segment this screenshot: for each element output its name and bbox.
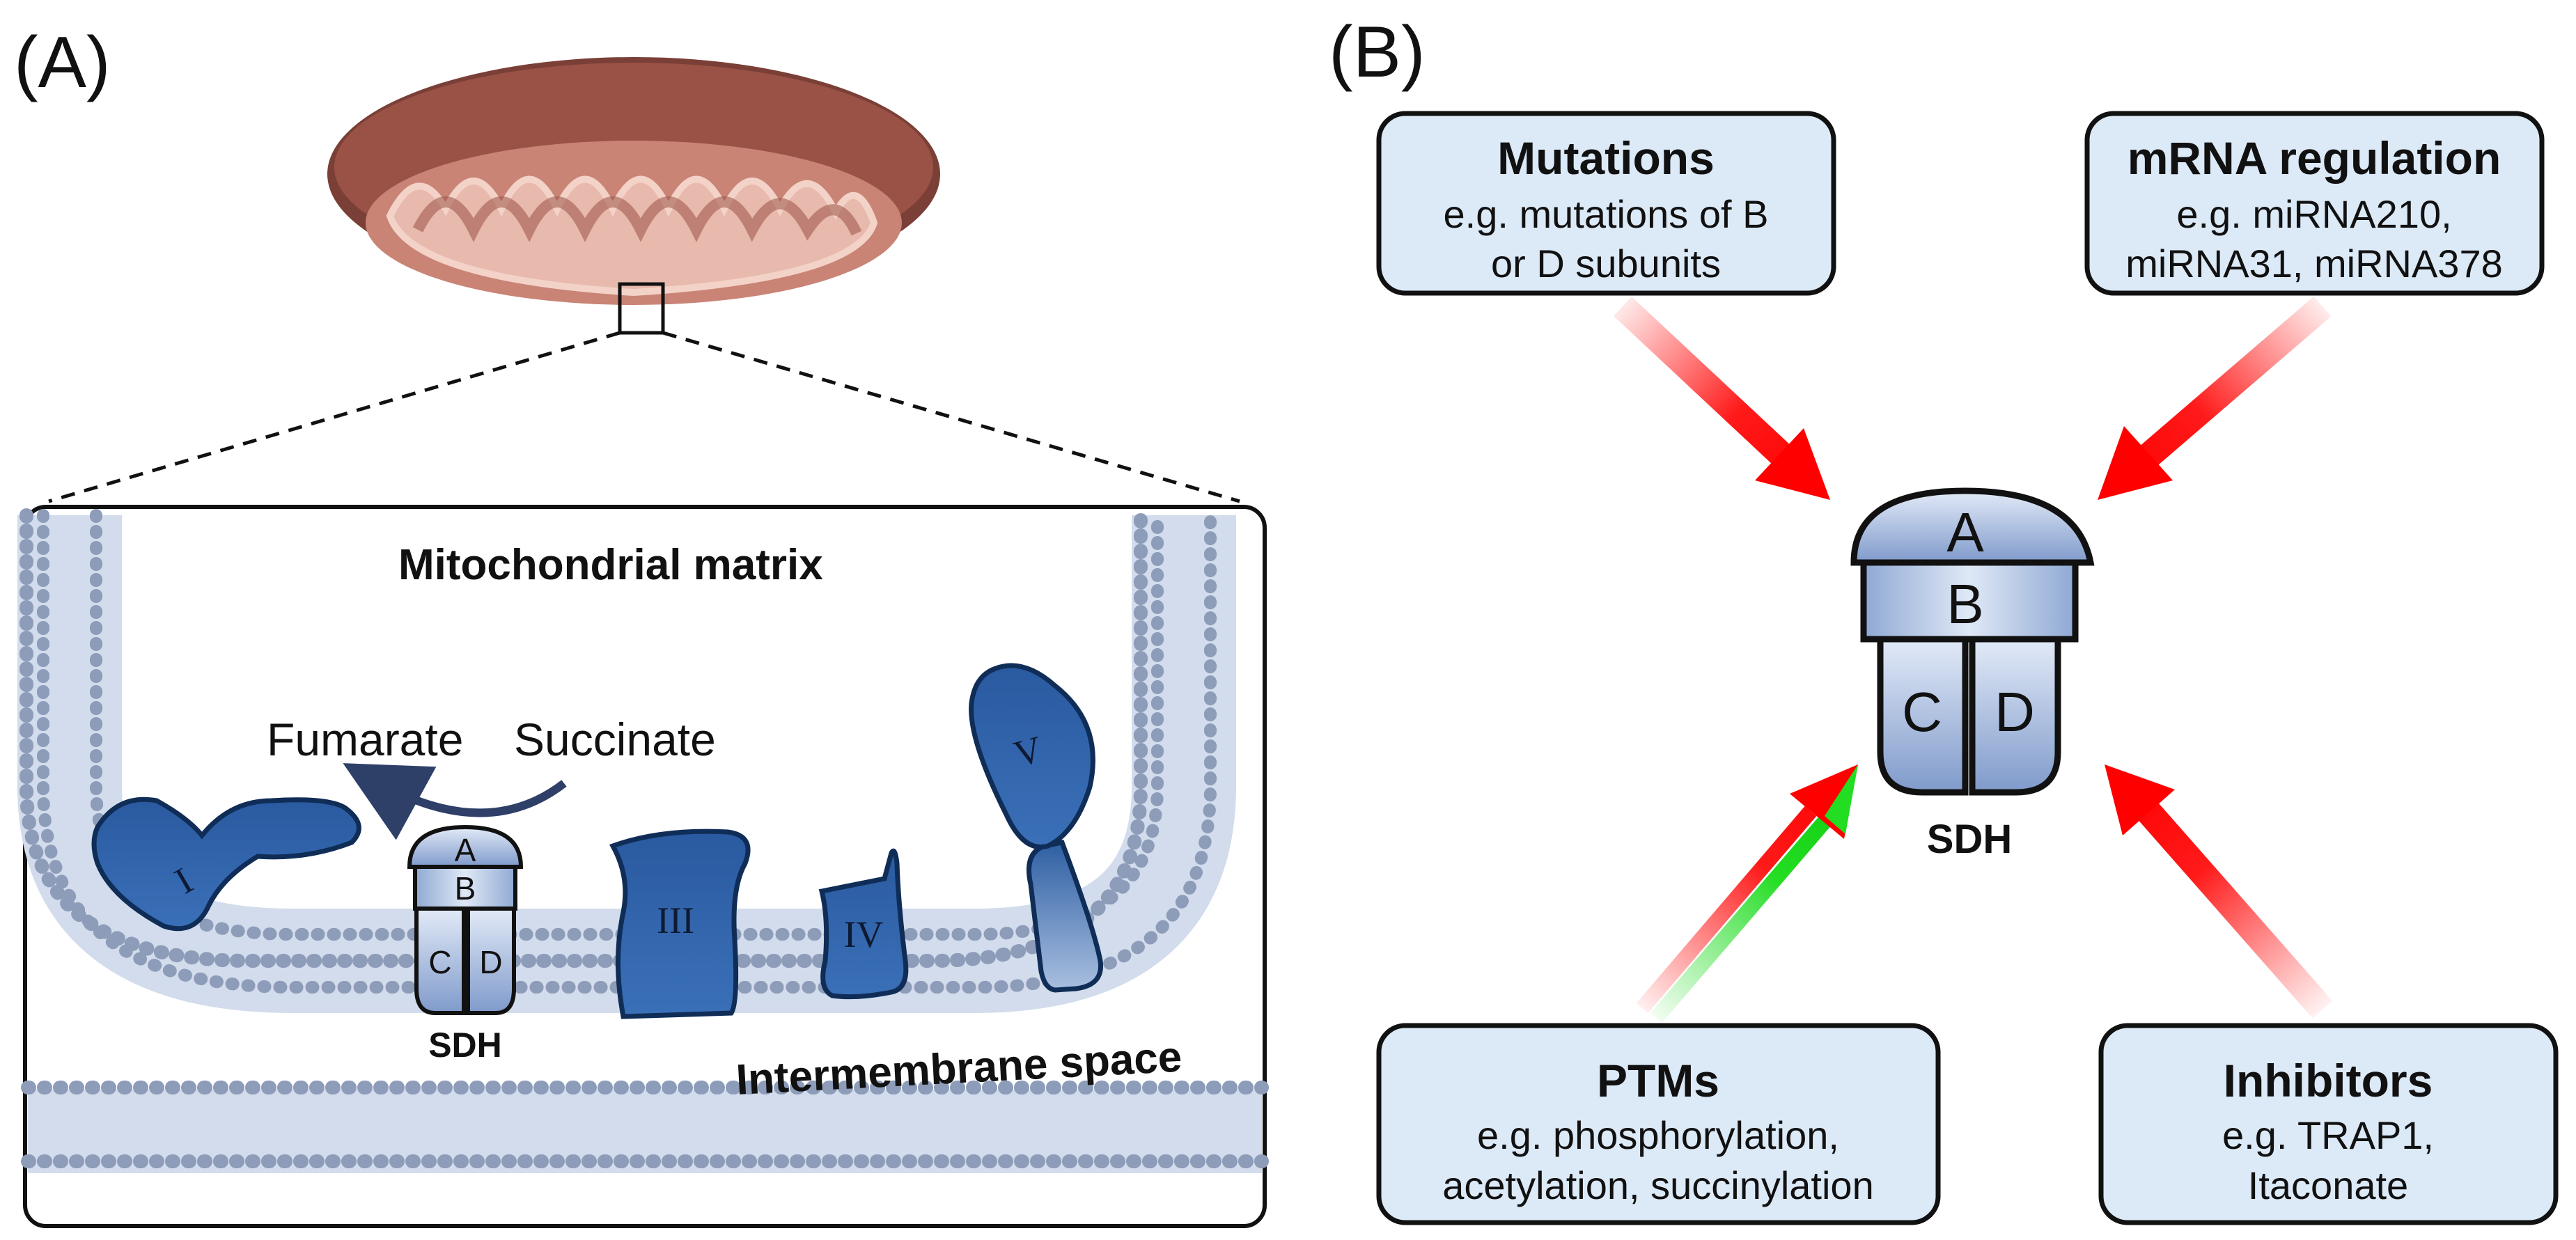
fumarate-label: Fumarate [267,714,463,765]
complex-iii: III [609,829,751,1019]
sdh-large-label: SDH [1927,817,2012,862]
mutations-line2: or D subunits [1491,242,1721,285]
sdh-large: A B C D SDH [1850,487,2095,862]
succinate-label: Succinate [514,714,716,765]
inhibitors-line1: e.g. TRAP1, [2222,1113,2434,1157]
mrna-regulation-box: mRNA regulation e.g. miRNA210, miRNA31, … [2084,111,2545,296]
sdh-small-label: SDH [428,1026,502,1065]
mutations-line1: e.g. mutations of B [1444,192,1769,236]
ptms-title: PTMs [1597,1055,1719,1106]
fumarate-reaction-arrow [343,763,567,840]
sdh-small-subunit-c: C [428,944,451,980]
mrna-line2: miRNA31, miRNA378 [2125,242,2503,285]
ptms-box: PTMs e.g. phosphorylation, acetylation, … [1376,1023,1941,1225]
complex-iv: IV [818,848,909,1000]
sdh-large-subunit-d: D [1995,681,2035,743]
complex-v: V [969,663,1104,993]
ptms-line2: acetylation, succinylation [1442,1163,1873,1207]
arrow-mrna-to-sdh [2098,296,2332,500]
zoom-line-left [48,331,620,503]
panel-a-label: (A) [14,22,111,103]
outer-membrane [21,1081,1269,1173]
inhibitors-line2: Itaconate [2248,1163,2408,1207]
mrna-title: mRNA regulation [2128,132,2501,184]
complex-iv-label: IV [844,913,884,955]
mutations-title: Mutations [1497,132,1715,184]
complex-iii-label: III [657,900,694,941]
panel-b-label: (B) [1329,12,1426,93]
sdh-large-subunit-a: A [1946,501,1984,563]
sdh-large-subunit-b: B [1946,573,1983,635]
inhibitors-title: Inhibitors [2224,1055,2433,1106]
mrna-line1: e.g. miRNA210, [2176,192,2451,236]
ptms-line1: e.g. phosphorylation, [1477,1113,1839,1157]
mitochondrion-illustration [327,57,940,335]
arrow-mutations-to-sdh [1614,297,1830,500]
mutations-box: Mutations e.g. mutations of B or D subun… [1376,111,1836,296]
arrow-inhibitors-to-sdh [2105,764,2333,1019]
sdh-small-subunit-d: D [479,944,502,980]
sdh-small-subunit-b: B [455,870,476,907]
sdh-small: A B C D SDH [407,824,524,1065]
sdh-small-subunit-a: A [455,832,476,868]
inhibitors-box: Inhibitors e.g. TRAP1, Itaconate [2098,1023,2559,1225]
arrow-ptms-to-sdh [1636,764,1858,1023]
mitochondrial-matrix-label: Mitochondrial matrix [398,541,823,589]
sdh-large-subunit-c: C [1902,681,1942,743]
complex-i: I [91,796,361,932]
zoom-line-right [662,331,1240,503]
